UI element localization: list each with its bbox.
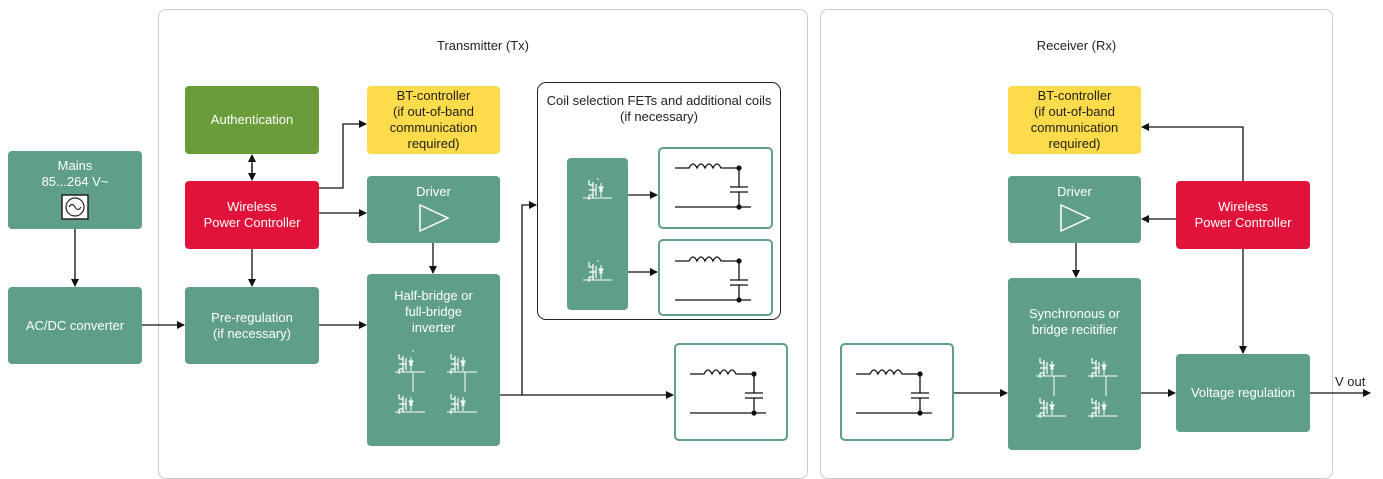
tx-driver-block: Driver	[367, 176, 500, 243]
rectifier-fet-icons	[1036, 357, 1118, 419]
pre-regulation-block: Pre-regulation (if necessary)	[185, 287, 319, 364]
mains-label: Mains 85...264 V~	[41, 158, 109, 189]
rectifier-block: Synchronous or bridge recitifier	[1008, 278, 1141, 450]
coil-2-box	[658, 239, 773, 316]
coil-selection-fets-block	[567, 158, 628, 310]
tx-bt-controller-block: BT-controller (if out-of-band communicat…	[367, 86, 500, 154]
coil-selection-fet-icons	[583, 178, 612, 283]
rx-bt-controller-label: BT-controller (if out-of-band communicat…	[1030, 88, 1119, 151]
inverter-block: Half-bridge or full-bridge inverter	[367, 274, 500, 446]
acdc-converter-label: AC/DC converter	[25, 317, 125, 333]
amplifier-icon	[418, 203, 450, 233]
coil-1-icon	[674, 163, 752, 211]
vout-label: V out	[1335, 374, 1366, 389]
rx-coil-box	[840, 343, 954, 441]
amplifier-icon	[1059, 203, 1091, 233]
voltage-regulation-label: Voltage regulation	[1190, 385, 1296, 400]
acdc-converter-block: AC/DC converter	[8, 287, 142, 364]
tx-wireless-power-controller-label: Wireless Power Controller	[203, 199, 301, 230]
inverter-label: Half-bridge or full-bridge inverter	[394, 288, 473, 335]
tx-wireless-power-controller-block: Wireless Power Controller	[185, 181, 319, 249]
rx-wireless-power-controller-label: Wireless Power Controller	[1194, 199, 1292, 230]
rectifier-label: Synchronous or bridge recitifier	[1028, 306, 1121, 337]
mains-block: Mains 85...264 V~	[8, 151, 142, 229]
inverter-fet-icons	[395, 350, 477, 415]
tx-bt-controller-label: BT-controller (if out-of-band communicat…	[389, 88, 478, 151]
tx-main-coil-box	[674, 343, 788, 441]
receiver-label: Receiver (Rx)	[1036, 38, 1117, 53]
tx-main-coil-icon	[689, 369, 767, 417]
rx-driver-label: Driver	[1057, 184, 1092, 199]
transmitter-label: Transmitter (Tx)	[437, 38, 529, 53]
rx-wireless-power-controller-block: Wireless Power Controller	[1176, 181, 1310, 249]
authentication-block: Authentication	[185, 86, 319, 154]
voltage-regulation-block: Voltage regulation	[1176, 354, 1310, 432]
coil-1-box	[658, 147, 773, 229]
coil-2-icon	[674, 256, 752, 304]
rx-driver-block: Driver	[1008, 176, 1141, 243]
connections-layer	[71, 120, 1371, 419]
pre-regulation-label: Pre-regulation (if necessary)	[211, 309, 293, 341]
coil-selection-label: Coil selection FETs and additional coils…	[546, 93, 772, 124]
rx-coil-icon	[855, 369, 933, 417]
rx-bt-controller-block: BT-controller (if out-of-band communicat…	[1008, 86, 1141, 154]
ac-source-icon	[61, 194, 89, 220]
tx-driver-label: Driver	[416, 184, 451, 199]
authentication-label: Authentication	[210, 112, 294, 127]
